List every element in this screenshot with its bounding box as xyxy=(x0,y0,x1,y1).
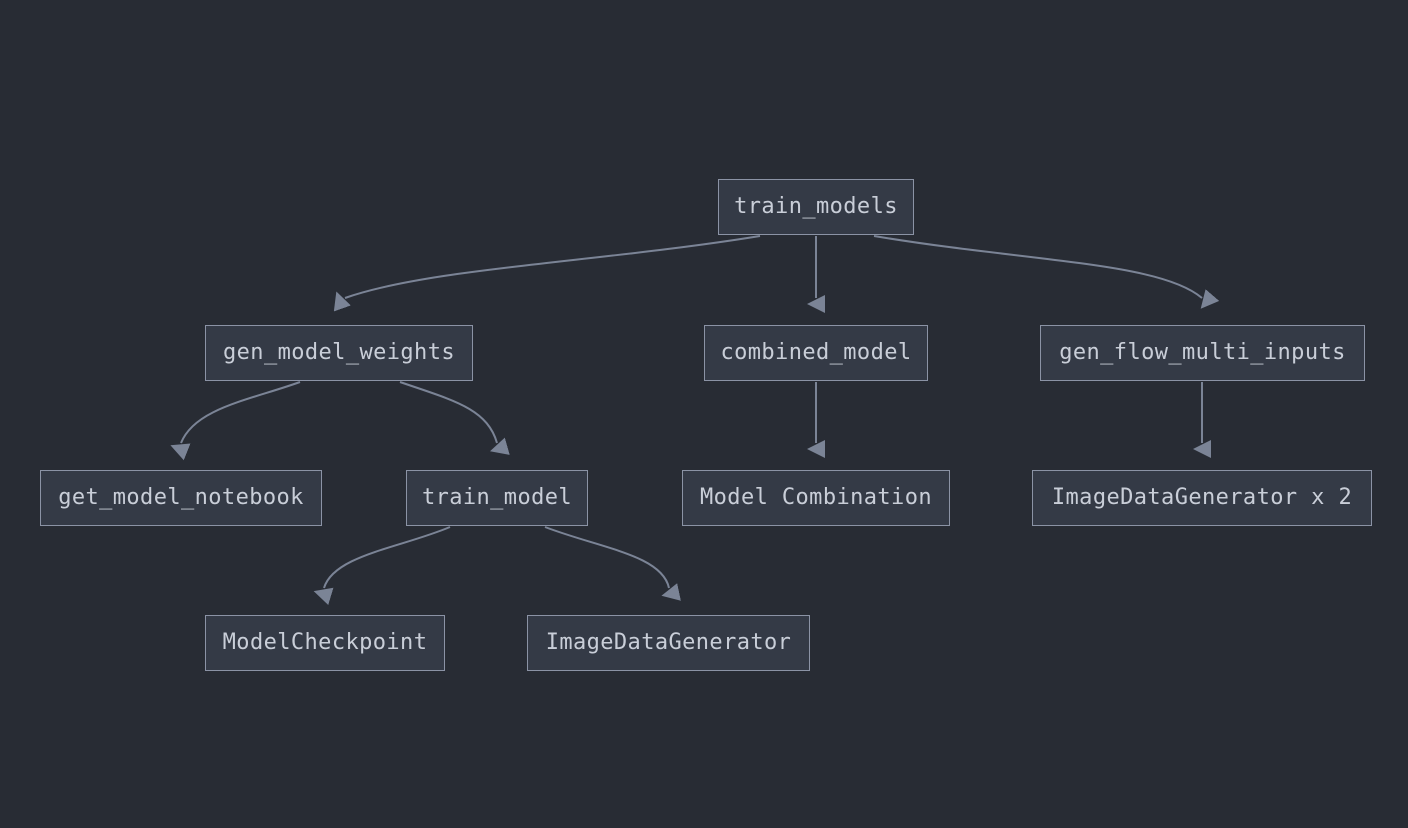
node-label-imagedatagenerator: ImageDataGenerator xyxy=(545,630,792,655)
node-train_models[interactable]: train_models xyxy=(718,179,914,235)
node-label-train_model: train_model xyxy=(421,485,573,510)
node-model_combination[interactable]: Model Combination xyxy=(682,470,950,526)
node-label-model_combination: Model Combination xyxy=(700,485,932,510)
edge-train_model-to-imagedatagenerator xyxy=(544,526,681,601)
node-label-imagedatagenerator_x2: ImageDataGenerator x 2 xyxy=(1051,485,1353,510)
edge-gen_model_weights-to-train_model xyxy=(399,381,510,455)
node-label-gen_flow_multi_inputs: gen_flow_multi_inputs xyxy=(1059,340,1346,365)
edge-train_models-to-gen_flow_multi_inputs xyxy=(873,235,1220,309)
edge-train_models-to-gen_model_weights xyxy=(333,235,761,312)
node-imagedatagenerator_x2[interactable]: ImageDataGenerator x 2 xyxy=(1032,470,1372,526)
node-label-gen_model_weights: gen_model_weights xyxy=(223,340,455,365)
node-gen_flow_multi_inputs[interactable]: gen_flow_multi_inputs xyxy=(1040,325,1365,381)
node-label-modelcheckpoint: ModelCheckpoint xyxy=(222,630,428,655)
edge-train_model-to-modelcheckpoint xyxy=(313,526,451,605)
node-train_model[interactable]: train_model xyxy=(406,470,588,526)
node-label-train_models: train_models xyxy=(734,194,898,219)
node-gen_model_weights[interactable]: gen_model_weights xyxy=(205,325,473,381)
edge-gen_model_weights-to-get_model_notebook xyxy=(170,381,301,461)
edge-paths xyxy=(170,235,1220,605)
node-modelcheckpoint[interactable]: ModelCheckpoint xyxy=(205,615,445,671)
node-label-get_model_notebook: get_model_notebook xyxy=(58,485,304,510)
node-imagedatagenerator[interactable]: ImageDataGenerator xyxy=(527,615,810,671)
node-combined_model[interactable]: combined_model xyxy=(704,325,928,381)
node-get_model_notebook[interactable]: get_model_notebook xyxy=(40,470,322,526)
node-label-combined_model: combined_model xyxy=(720,340,912,365)
